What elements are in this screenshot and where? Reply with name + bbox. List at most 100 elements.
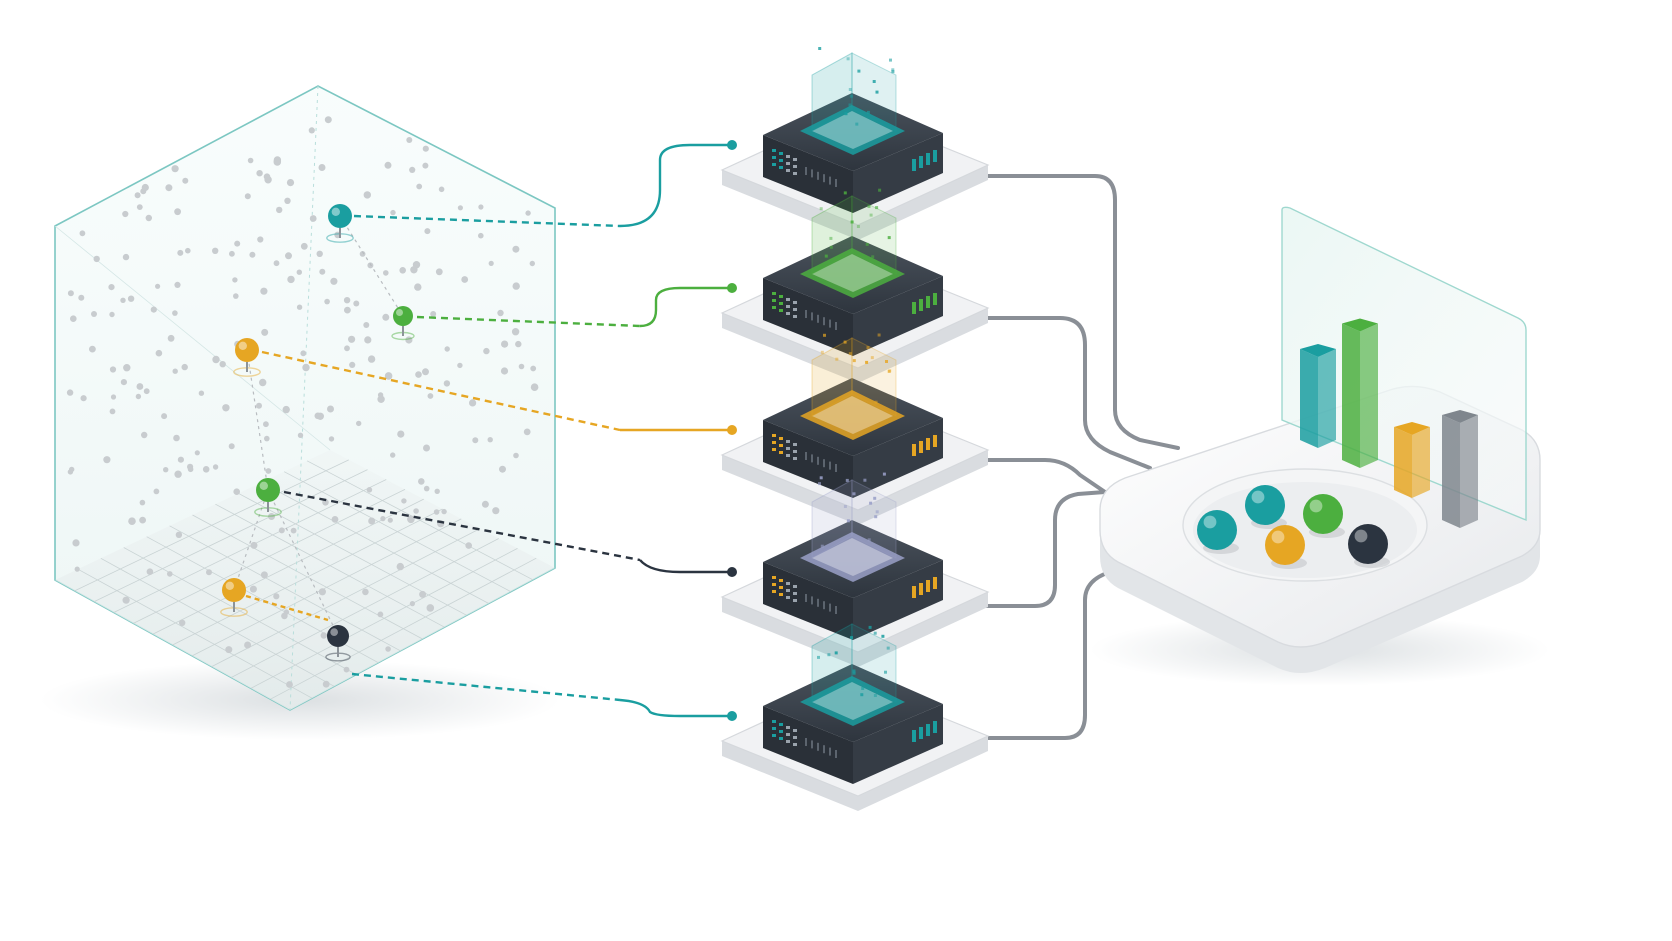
connector-amber <box>261 350 621 432</box>
bar-front <box>1442 415 1460 528</box>
output-cables <box>973 174 1180 740</box>
point-navy-bottom <box>325 625 351 662</box>
hologram-particle <box>873 496 877 500</box>
hologram-particle <box>818 47 822 50</box>
data-point <box>233 488 240 496</box>
server-status-led <box>919 727 923 739</box>
data-point <box>212 355 220 364</box>
data-point <box>109 366 117 373</box>
server-led <box>786 298 790 301</box>
data-point <box>344 345 350 352</box>
data-point <box>135 393 142 400</box>
data-point <box>423 485 430 492</box>
data-point <box>426 604 435 612</box>
data-point <box>122 596 130 604</box>
data-point <box>143 388 150 395</box>
data-point <box>109 311 115 318</box>
server-led <box>786 733 790 736</box>
hologram-particle <box>850 636 853 640</box>
query-connectors <box>245 143 732 718</box>
hologram-panel <box>851 479 897 559</box>
data-point <box>362 588 369 596</box>
server-status-led <box>926 153 930 165</box>
hologram-panel <box>811 52 853 132</box>
server-status-led <box>919 583 923 595</box>
data-point <box>136 204 143 211</box>
data-point <box>348 335 356 343</box>
pin-head <box>327 625 349 647</box>
data-point <box>263 421 269 428</box>
data-point <box>320 632 327 639</box>
pin-highlight <box>330 628 338 637</box>
hologram-particle <box>818 482 821 486</box>
hologram-particle <box>882 472 886 476</box>
data-point <box>174 281 181 288</box>
hologram-particle <box>852 671 856 675</box>
data-point <box>273 156 282 164</box>
hologram-particle <box>857 69 861 73</box>
server-base-side <box>722 308 988 383</box>
data-point <box>377 395 385 403</box>
server-led <box>786 454 790 457</box>
data-point <box>174 470 182 478</box>
server-led <box>786 726 790 729</box>
data-point <box>139 516 147 524</box>
server-led <box>786 162 790 165</box>
data-point <box>385 646 391 652</box>
server-status-led <box>926 724 930 736</box>
data-point <box>185 247 191 254</box>
data-point <box>244 193 251 200</box>
hologram-particle <box>850 220 854 224</box>
hologram-particle <box>823 333 826 337</box>
sphere-body <box>1245 485 1285 525</box>
data-point <box>413 508 419 514</box>
hologram-particle <box>873 694 877 697</box>
results-bar-chart <box>1300 318 1478 528</box>
server-led <box>772 727 776 730</box>
server-status-led <box>912 586 916 598</box>
data-point <box>161 413 168 420</box>
server-status-led <box>933 577 937 589</box>
data-point <box>69 466 75 473</box>
server-led <box>793 443 797 446</box>
server-led <box>786 312 790 315</box>
data-point <box>108 284 115 291</box>
data-point <box>390 452 396 458</box>
data-point <box>309 215 317 222</box>
server-status-led <box>912 444 916 456</box>
connector-navy <box>283 490 641 562</box>
server-status-led <box>933 435 937 447</box>
hologram-particle <box>835 357 839 361</box>
data-point <box>308 127 315 134</box>
server-led <box>772 720 776 723</box>
pin-head <box>393 306 413 326</box>
data-point <box>150 306 157 313</box>
cube-inner-edge <box>289 85 319 711</box>
sphere-green <box>1303 494 1345 538</box>
hologram-particle <box>852 669 856 673</box>
data-point <box>173 434 180 442</box>
vector-space-cube <box>40 85 560 740</box>
bar-side <box>1360 323 1378 468</box>
data-point <box>287 275 295 284</box>
data-point <box>120 379 127 386</box>
data-point <box>139 499 146 506</box>
hologram-particle <box>887 236 891 240</box>
data-point <box>441 508 447 515</box>
data-point <box>512 245 520 253</box>
data-point <box>318 164 326 171</box>
data-point <box>387 517 393 523</box>
server-glow-highlight <box>812 538 893 576</box>
sphere-teal-left <box>1197 510 1239 554</box>
data-point <box>256 170 263 177</box>
point-green-lower <box>254 478 282 517</box>
data-point <box>481 500 489 508</box>
bar-side <box>1412 427 1430 498</box>
hologram-particle <box>863 478 867 482</box>
server-led <box>793 165 797 168</box>
hologram-particle <box>867 538 871 542</box>
result-platform <box>1090 206 1550 686</box>
data-point <box>273 260 280 267</box>
bar-front <box>1300 349 1318 448</box>
